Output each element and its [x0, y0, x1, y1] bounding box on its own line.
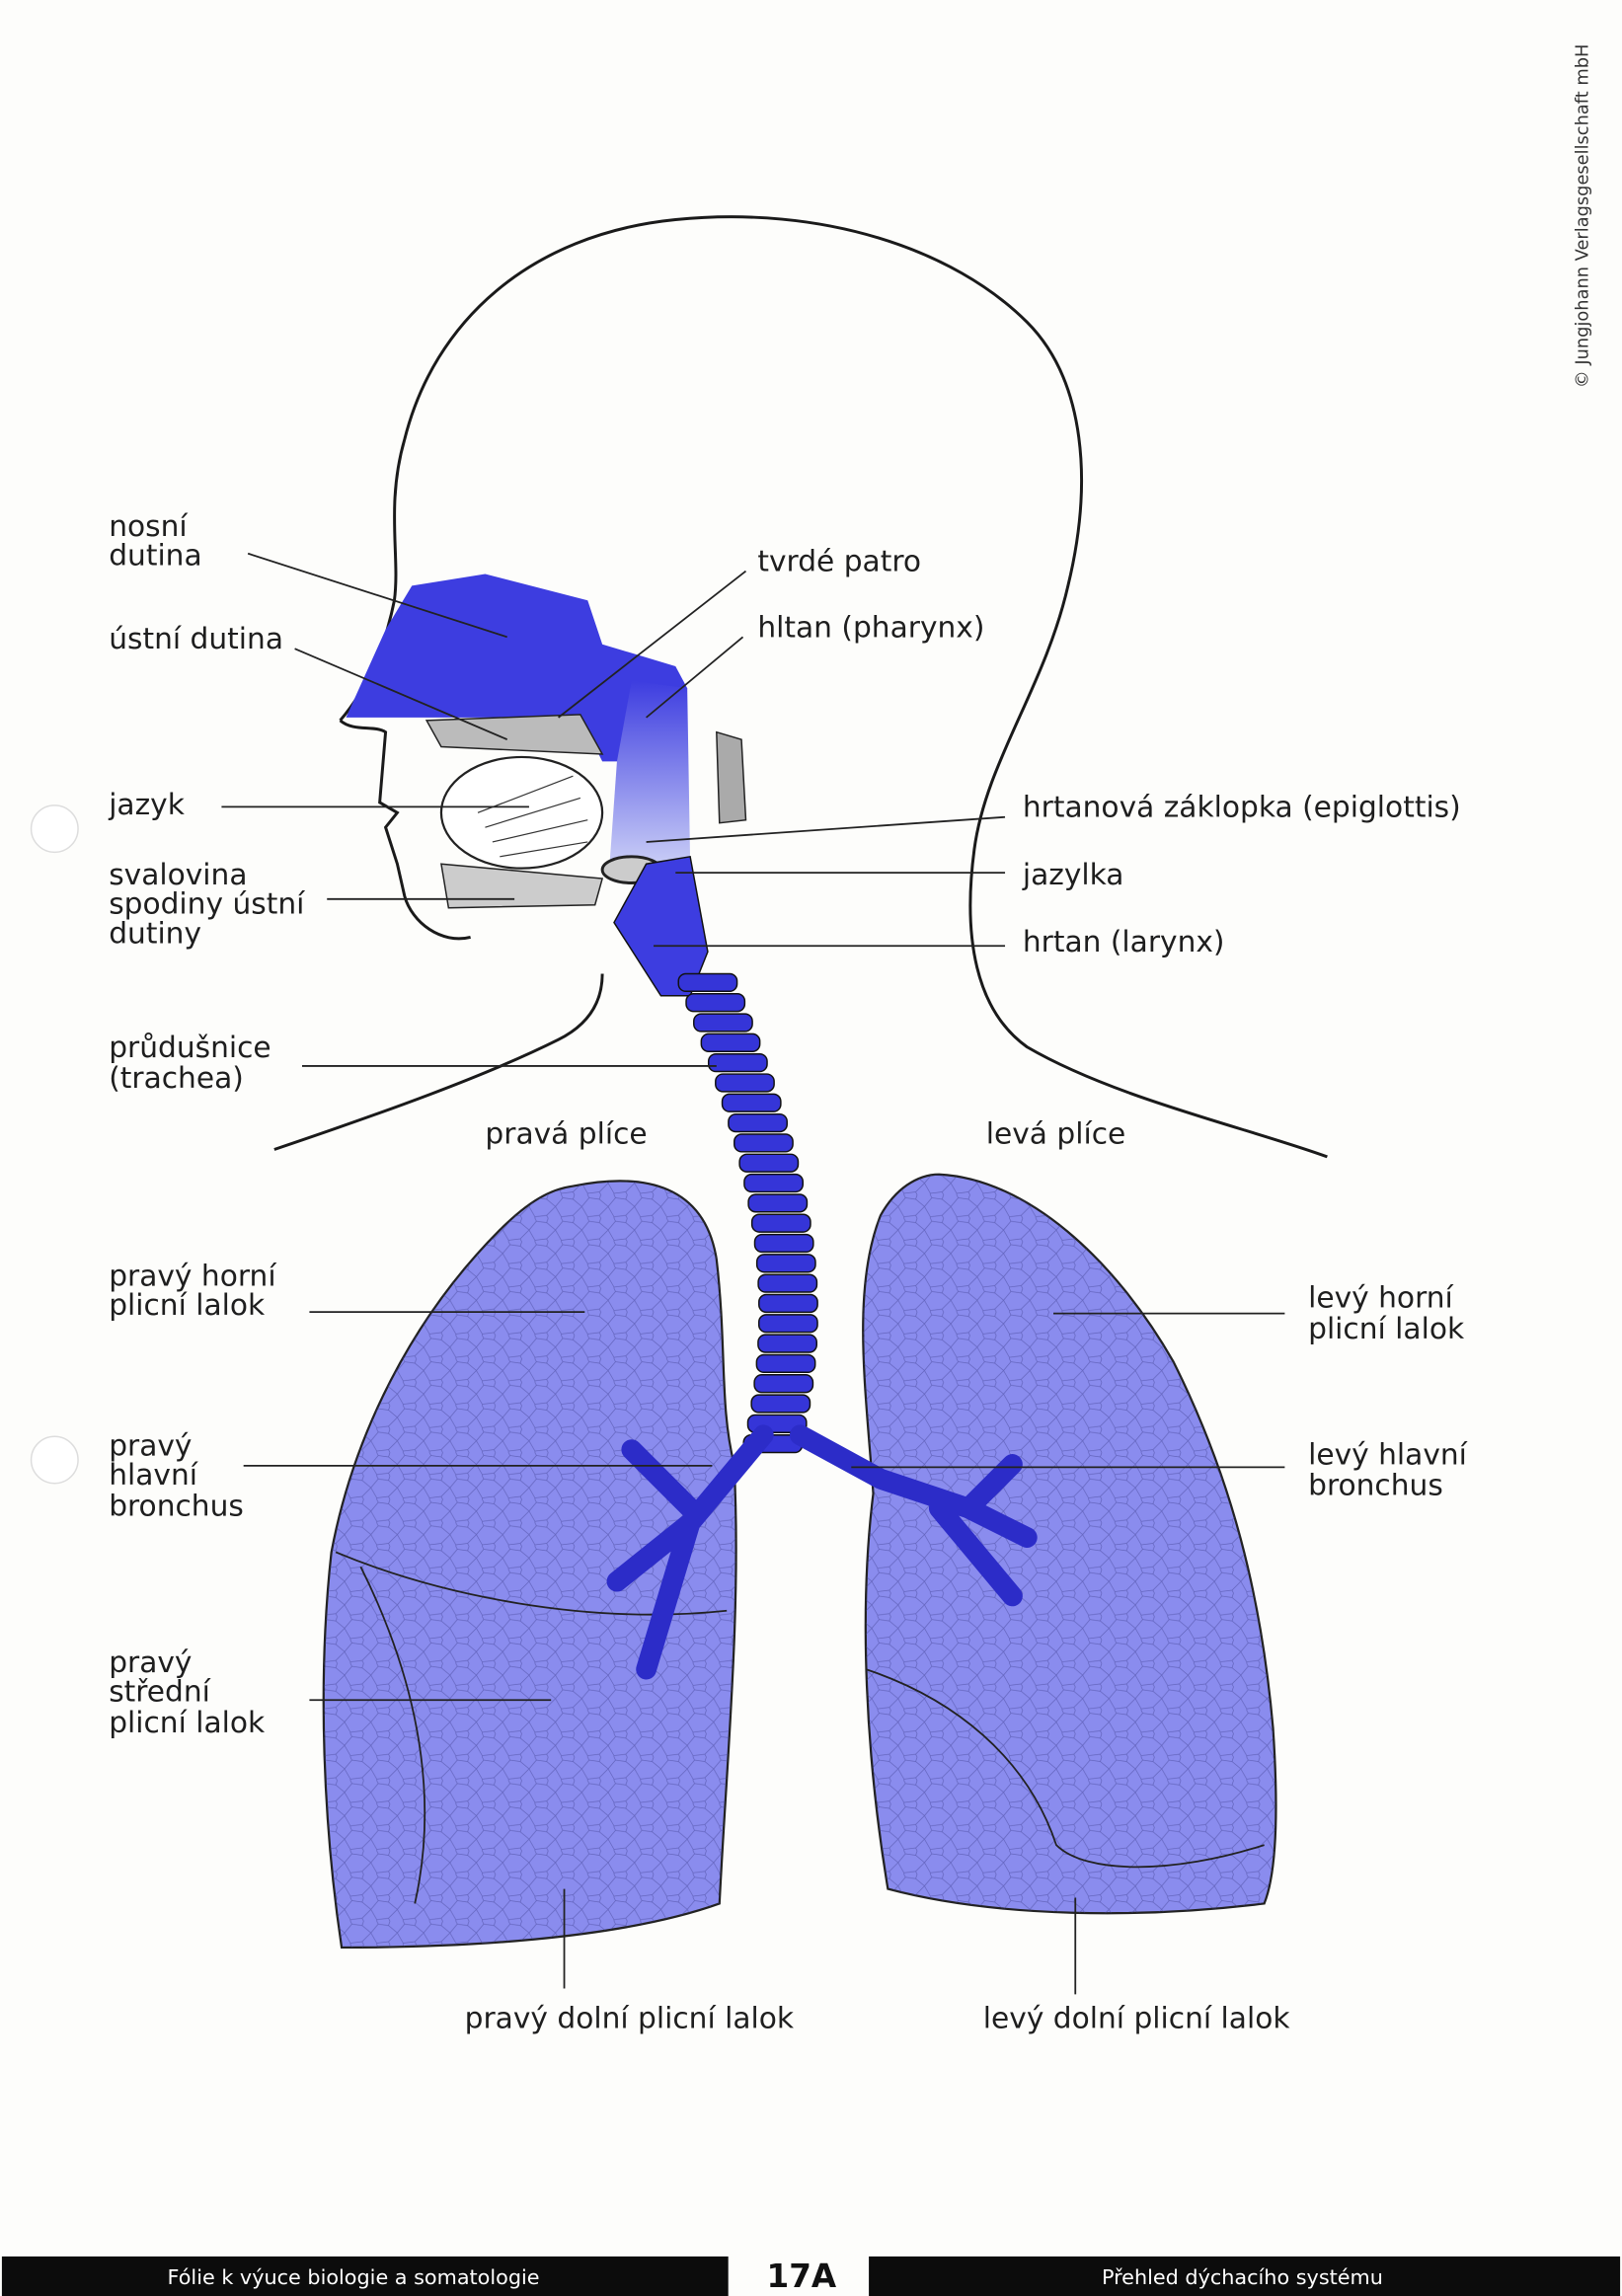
punch-hole: [30, 1435, 79, 1485]
trachea-ring: [693, 1013, 753, 1033]
trachea-ring: [707, 1052, 768, 1073]
tongue-fibers: [477, 775, 588, 858]
trachea-ring: [757, 1273, 818, 1293]
hard-palate: [425, 714, 604, 755]
footer-left-text: Fólie k výuce biologie a somatologie: [168, 2265, 540, 2289]
label-prudusnice: průdušnice(trachea): [109, 1030, 270, 1095]
label-hrtan: hrtan (larynx): [1023, 924, 1225, 958]
trachea-ring: [755, 1254, 816, 1273]
trachea-ring: [753, 1374, 814, 1394]
footer-bar-left: [1, 2256, 729, 2296]
trachea-ring: [753, 1233, 814, 1254]
trachea-ring: [721, 1093, 782, 1112]
mouth-floor-muscle: [440, 863, 604, 909]
face-outline: [339, 719, 471, 941]
footer-bar-right: [869, 2256, 1621, 2296]
trachea-ring: [677, 972, 738, 993]
left-lung-texture: [863, 1174, 1276, 1914]
punch-hole: [30, 804, 79, 854]
copyright-text: © Jungjohann Verlagsgesellschaft mbH: [1572, 44, 1592, 388]
right-main-bronchus: [606, 1424, 774, 1680]
label-ustni-dutina: ústní dutina: [109, 621, 283, 655]
trachea-ring: [715, 1073, 775, 1093]
trachea-ring: [757, 1334, 817, 1353]
right-lung-texture: [323, 1181, 736, 1948]
trachea-ring: [757, 1314, 818, 1334]
trachea-ring: [734, 1133, 794, 1153]
label-leva-plice: levá plíce: [986, 1116, 1126, 1151]
label-epiglottis: hrtanová záklopka (epiglottis): [1023, 790, 1461, 824]
trachea-ring: [700, 1033, 761, 1052]
pharynx: [609, 680, 691, 865]
trachea: [677, 972, 818, 1454]
head-outline: [339, 215, 1328, 1159]
left-main-bronchus: [789, 1424, 1038, 1607]
trachea-ring: [750, 1394, 811, 1414]
vertebra: [716, 730, 747, 824]
tongue: [439, 755, 604, 870]
trachea-ring: [755, 1353, 816, 1374]
label-tvrde-patro: tvrdé patro: [757, 544, 921, 578]
trachea-ring: [743, 1173, 805, 1193]
page-number: 17A: [767, 2258, 837, 2295]
neck-front-outline: [273, 973, 604, 1151]
trachea-ring: [747, 1193, 809, 1213]
trachea-ring: [758, 1293, 818, 1314]
trachea-ring: [685, 993, 746, 1013]
footer-right-text: Přehled dýchacího systému: [1102, 2265, 1383, 2289]
trachea-ring: [728, 1112, 788, 1133]
trachea-ring: [750, 1213, 811, 1233]
label-jazylka: jazylka: [1022, 857, 1124, 891]
label-hltan: hltan (pharynx): [757, 609, 984, 644]
label-pravy-dolni: pravý dolní plicní lalok: [465, 2001, 795, 2035]
leader-lines: [221, 552, 1285, 1995]
label-prava-plice: pravá plíce: [485, 1116, 647, 1151]
trachea-ring: [738, 1153, 800, 1173]
label-levy-dolni: levý dolní plicní lalok: [983, 2001, 1291, 2035]
larynx: [613, 855, 709, 997]
nasal-cavity: [346, 574, 688, 762]
label-jazyk: jazyk: [108, 787, 186, 821]
